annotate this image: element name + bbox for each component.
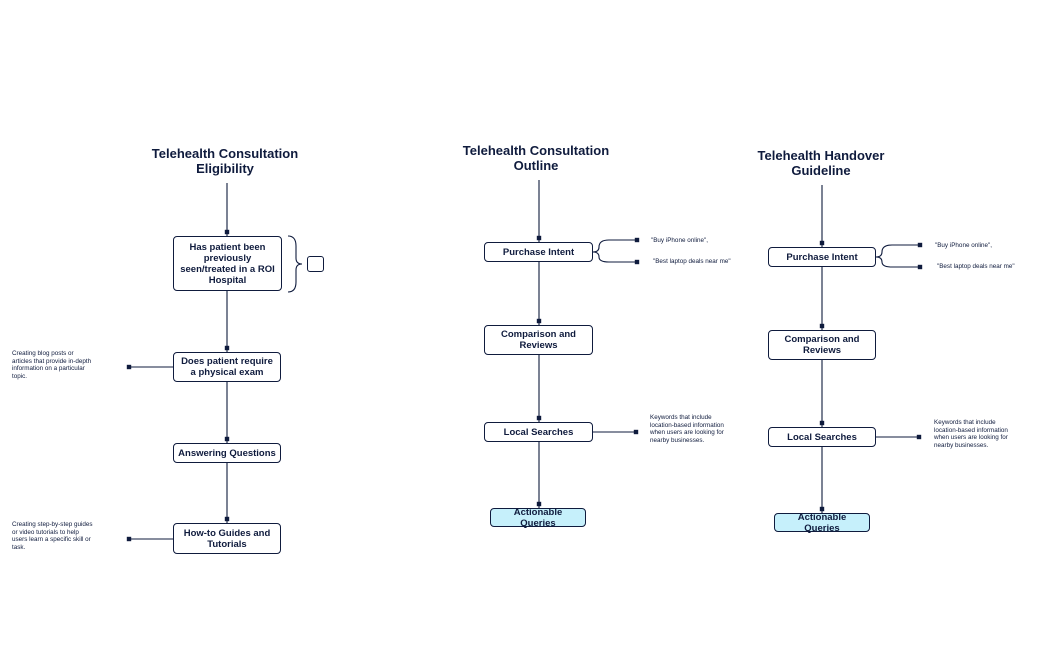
- connector-endpoint: [224, 229, 230, 235]
- connector-endpoint: [224, 345, 230, 351]
- connector-endpoint: [633, 429, 639, 435]
- diagram-3-node-local-searches[interactable]: Local Searches: [768, 427, 876, 447]
- branch-upper: [875, 244, 920, 258]
- diagram-3-node-purchase-intent[interactable]: Purchase Intent: [768, 247, 876, 267]
- connector-endpoint: [126, 536, 132, 542]
- diagram-1-node-answering-questions[interactable]: Answering Questions: [173, 443, 281, 463]
- diagram-2-node-actionable-queries[interactable]: Actionable Queries: [490, 507, 586, 529]
- connector-endpoint: [634, 259, 640, 265]
- diagram-1-brace: [287, 235, 303, 293]
- diagram-3-note-location-keywords: Keywords that include location-based inf…: [934, 419, 1008, 449]
- connector-endpoint: [917, 264, 923, 270]
- diagram-2-note-laptop-deals: "Best laptop deals near me": [653, 258, 731, 265]
- diagram-1-node-how-to-guides[interactable]: How-to Guides and Tutorials: [173, 523, 281, 554]
- connector-endpoint: [224, 516, 230, 522]
- diagram-1-note-tutorials: Creating step-by-step guides or video tu…: [12, 521, 93, 551]
- diagram-1-note-blog-posts: Creating blog posts or articles that pro…: [12, 350, 92, 380]
- diagram-1-node-physical-exam[interactable]: Does patient require a physical exam: [173, 352, 281, 382]
- connector-endpoint: [819, 420, 825, 426]
- connector-endpoint: [917, 242, 923, 248]
- connector-endpoint: [819, 240, 825, 246]
- diagram-3-note-laptop-deals: "Best laptop deals near me": [937, 263, 1015, 270]
- diagram-2-node-local-searches[interactable]: Local Searches: [484, 422, 593, 442]
- connector-endpoint: [536, 235, 542, 241]
- diagram-3-node-comparison-reviews[interactable]: Comparison and Reviews: [768, 330, 876, 360]
- diagram-2-node-comparison-reviews[interactable]: Comparison and Reviews: [484, 325, 593, 355]
- diagram-2-note-buy-iphone: "Buy iPhone online",: [651, 237, 708, 244]
- connector-endpoint: [634, 237, 640, 243]
- diagram-1-title: Telehealth Consultation Eligibility: [151, 146, 299, 176]
- diagram-2-title: Telehealth Consultation Outline: [462, 143, 610, 173]
- diagram-2-node-purchase-intent[interactable]: Purchase Intent: [484, 242, 593, 262]
- diagram-2-note-location-keywords: Keywords that include location-based inf…: [650, 414, 724, 444]
- connector-endpoint: [536, 415, 542, 421]
- connector-endpoint: [916, 434, 922, 440]
- diagram-3-node-actionable-queries[interactable]: Actionable Queries: [774, 512, 870, 534]
- connector-endpoint: [224, 436, 230, 442]
- diagram-3-title: Telehealth Handover Guideline: [757, 148, 885, 178]
- branch-lower: [875, 256, 920, 268]
- diagram-1-empty-node[interactable]: [307, 256, 324, 272]
- connector-endpoint: [819, 323, 825, 329]
- connector-endpoint: [126, 364, 132, 370]
- connector-endpoint: [819, 506, 825, 512]
- branch-upper: [592, 239, 637, 253]
- diagram-1-node-previously-seen[interactable]: Has patient been previously seen/treated…: [173, 236, 282, 291]
- connector-endpoint: [536, 318, 542, 324]
- connector-endpoint: [536, 501, 542, 507]
- branch-lower: [592, 251, 637, 263]
- diagram-3-note-buy-iphone: "Buy iPhone online",: [935, 242, 992, 249]
